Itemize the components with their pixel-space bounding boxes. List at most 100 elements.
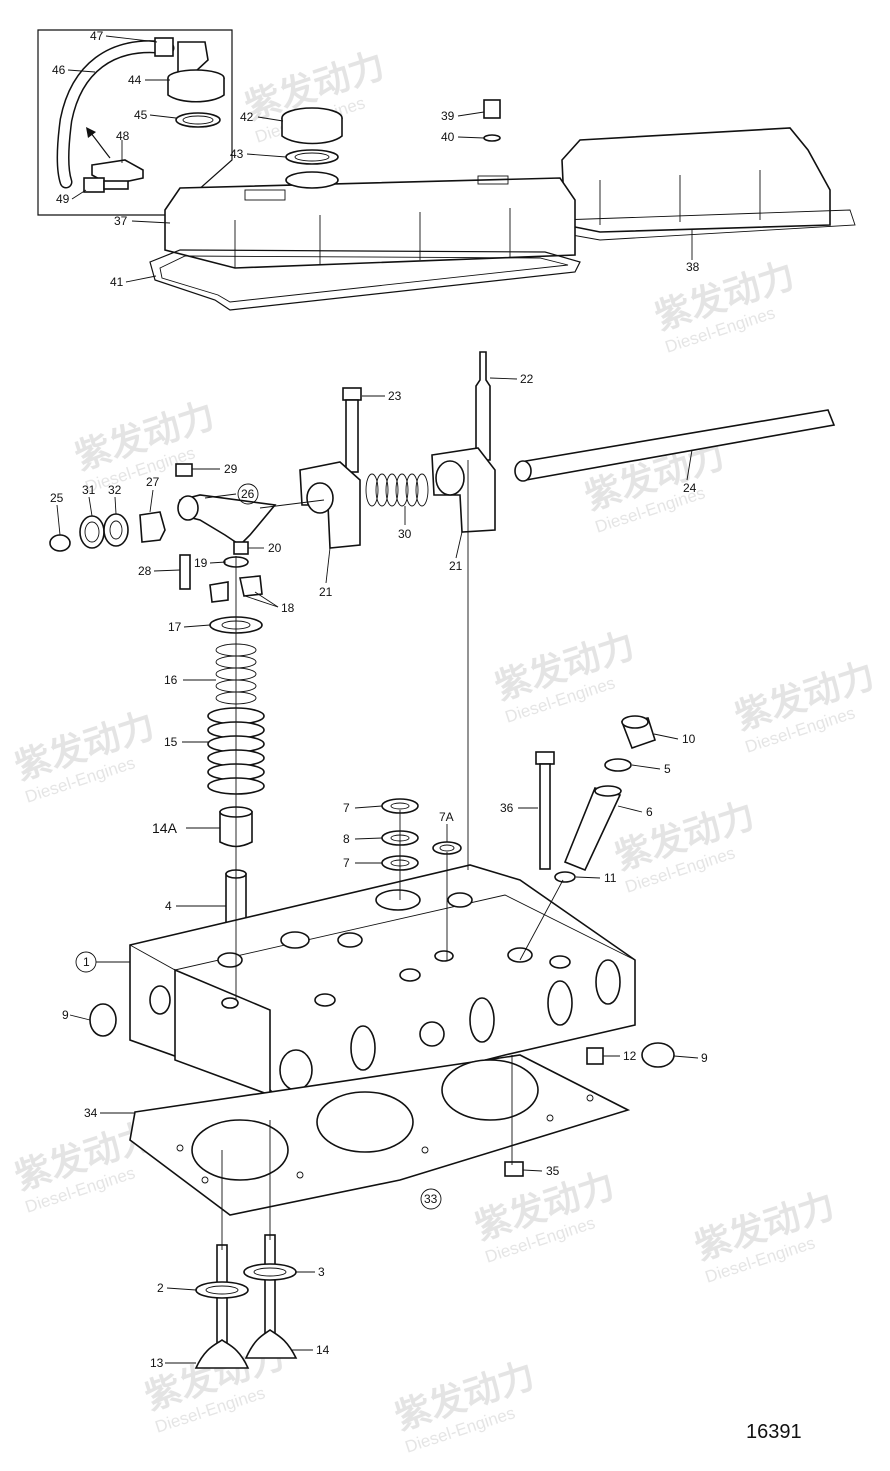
bolt-hole	[314, 993, 336, 1007]
port-opening	[469, 997, 495, 1043]
stud-part	[475, 351, 491, 461]
oil-cap-seal-part	[285, 149, 339, 165]
callout-32: 32	[108, 483, 122, 497]
shaft-washer-inner	[109, 520, 123, 540]
callout-1-circle	[75, 951, 97, 973]
callout-33-circle	[420, 1188, 442, 1210]
watermark: 紫发动力 Diesel-Engines	[690, 1184, 840, 1287]
watermark: 紫发动力 Diesel-Engines	[650, 254, 800, 357]
cover-washer-part	[483, 134, 501, 142]
cover-slot	[244, 189, 286, 201]
valve-bore	[217, 952, 243, 968]
callout-14a: 14A	[152, 820, 178, 836]
callout-22: 22	[520, 372, 534, 386]
port-opening	[595, 959, 621, 1005]
leader-line	[125, 275, 157, 283]
callout-labels: 47 46 44 45 48 49 42 43 39 40 37 38 41 2…	[50, 29, 708, 1370]
callout-2: 2	[157, 1281, 164, 1295]
bracket-bore	[435, 460, 465, 496]
callout-40: 40	[441, 130, 455, 144]
gasket-hole	[296, 1171, 304, 1179]
callout-19: 19	[194, 556, 208, 570]
core-plug-right-part	[641, 1042, 675, 1068]
core-plug-left-part	[89, 1003, 117, 1037]
spacer-part	[139, 511, 166, 543]
callout-34: 34	[84, 1106, 98, 1120]
injector-bore	[375, 889, 421, 911]
cover-gasket-part	[149, 249, 581, 311]
callout-16: 16	[164, 673, 178, 687]
washer-inner	[390, 802, 410, 810]
callout-24: 24	[683, 481, 697, 495]
head-bolt-head-part	[535, 751, 555, 765]
callout-12: 12	[623, 1049, 637, 1063]
callout-36: 36	[500, 801, 514, 815]
exhaust-valve-part	[244, 1329, 298, 1359]
head-top-edge	[129, 894, 636, 971]
plug-35-part	[504, 1161, 524, 1177]
washer-inner	[439, 844, 455, 852]
valve-cover-assembly	[149, 99, 856, 311]
spring-coil	[375, 473, 389, 507]
rocker-assembly	[49, 351, 836, 603]
oil-cap-body	[281, 118, 343, 145]
leader-line	[166, 1287, 197, 1291]
callout-41: 41	[110, 275, 124, 289]
leader-line	[131, 220, 171, 224]
callout-21-left: 21	[319, 585, 333, 599]
callout-38: 38	[686, 260, 700, 274]
gasket-bore	[316, 1091, 414, 1153]
leader-line	[246, 153, 287, 158]
head-bolt-shank-part	[539, 763, 551, 870]
callout-49: 49	[56, 192, 70, 206]
injector-sleeve-top	[594, 785, 622, 797]
callout-14: 14	[316, 1343, 330, 1357]
callout-33: 33	[424, 1192, 438, 1206]
leader-line	[149, 489, 154, 513]
leader-line	[209, 561, 227, 564]
shaft-washer-part	[103, 513, 129, 547]
callout-13: 13	[150, 1356, 164, 1370]
callout-9-right: 9	[701, 1051, 708, 1065]
callout-4: 4	[165, 899, 172, 913]
leader-lines	[56, 35, 699, 1364]
callout-5: 5	[664, 762, 671, 776]
port-opening	[279, 1049, 313, 1091]
valve-seat-inner	[205, 1285, 239, 1295]
watermark: 紫发动力 Diesel-Engines	[10, 704, 160, 807]
callout-45: 45	[134, 108, 148, 122]
callout-48: 48	[116, 129, 130, 143]
watermark: 紫发动力 Diesel-Engines	[730, 654, 880, 757]
leader-line	[575, 876, 601, 879]
valve-bore	[447, 892, 473, 908]
callout-43: 43	[230, 147, 244, 161]
callout-25: 25	[50, 491, 64, 505]
callout-21-right: 21	[449, 559, 463, 573]
valve-bore	[337, 932, 363, 948]
spring-coil	[395, 473, 409, 507]
callout-37: 37	[114, 214, 128, 228]
callout-27: 27	[146, 475, 160, 489]
leader-line	[653, 733, 679, 740]
valve-bore	[549, 955, 571, 969]
spring-coil	[415, 473, 429, 507]
elbow-fitting-part	[177, 41, 209, 73]
port-opening	[547, 980, 573, 1026]
sleeve-o-ring-part	[554, 871, 576, 883]
callout-7-top: 7	[343, 801, 350, 815]
leader-line	[617, 805, 643, 813]
bracket-bore	[306, 482, 334, 514]
rocker-spring-part	[365, 473, 429, 507]
callout-42: 42	[240, 110, 254, 124]
cover-rib-lines	[599, 170, 761, 225]
callout-35: 35	[546, 1164, 560, 1178]
head-gasket-part	[129, 1054, 631, 1216]
watermark: 紫发动力 Diesel-Engines	[490, 624, 640, 727]
leader-line	[244, 595, 279, 608]
valve-collet-part	[209, 581, 229, 603]
callout-46: 46	[52, 63, 66, 77]
callout-28: 28	[138, 564, 152, 578]
axis-line	[259, 499, 325, 509]
callout-29: 29	[224, 462, 238, 476]
